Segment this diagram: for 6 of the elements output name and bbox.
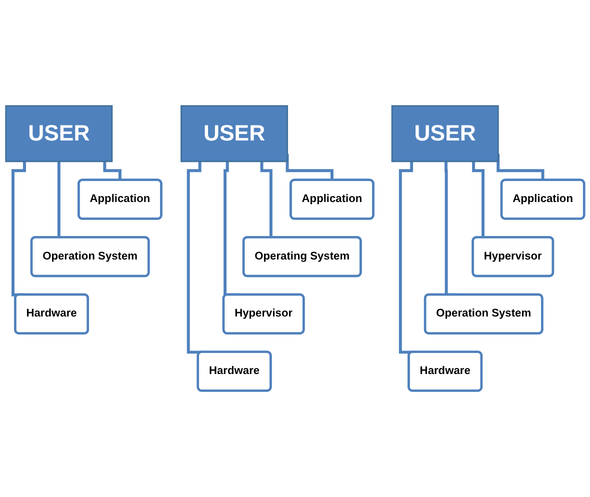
connector (398, 162, 416, 354)
connector (12, 162, 26, 297)
node-box: USER (5, 105, 113, 162)
connector (186, 162, 204, 354)
node-box: USER (180, 105, 288, 162)
node-box: USER (391, 105, 499, 162)
